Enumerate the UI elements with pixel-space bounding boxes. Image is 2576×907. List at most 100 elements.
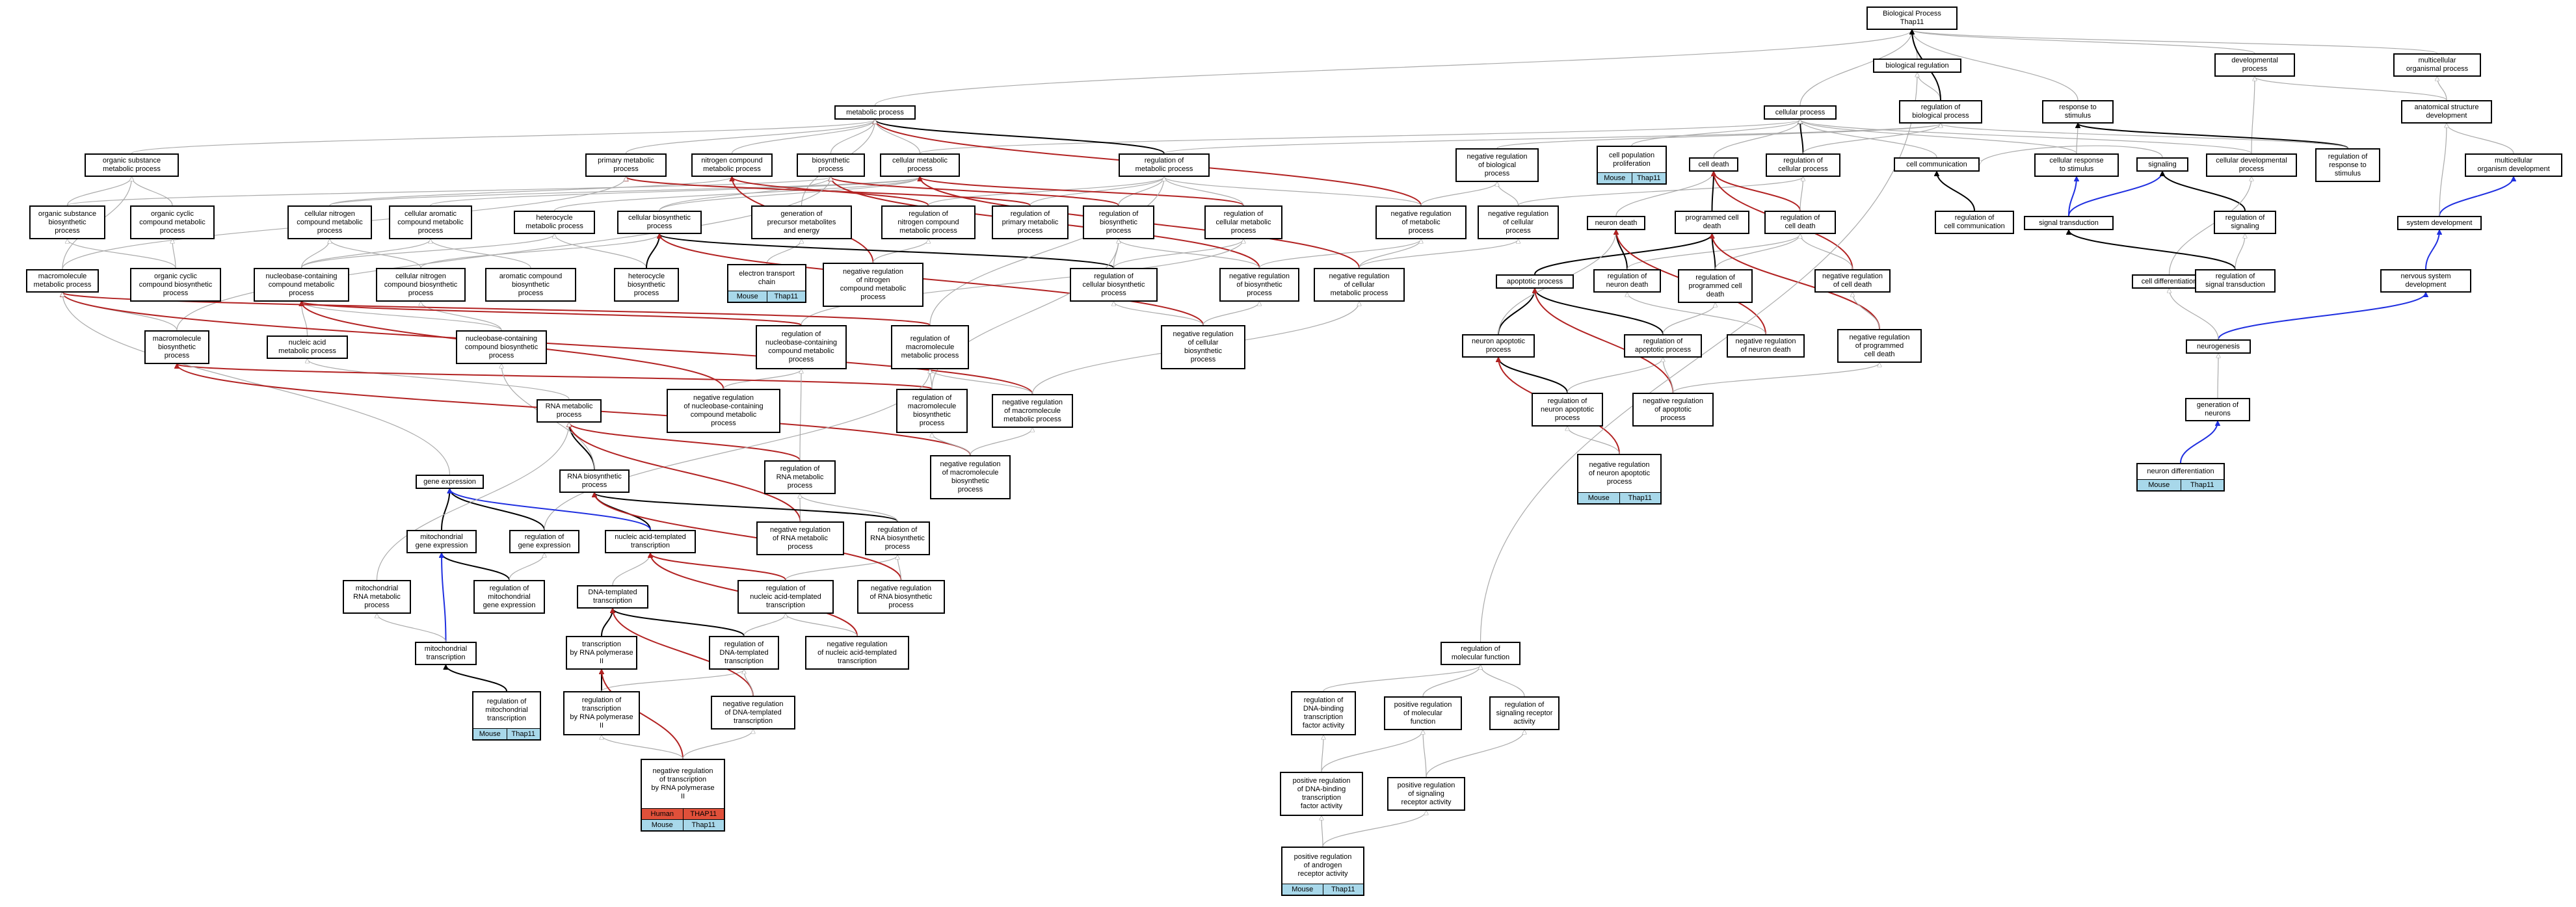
go-term-node[interactable]: aromatic compound biosynthetic process — [485, 268, 576, 302]
go-term-node[interactable]: cellular developmental process — [2206, 153, 2297, 177]
go-term-node[interactable]: regulation of nucleobase-containing comp… — [756, 325, 847, 369]
go-term-node[interactable]: negative regulation of apoptotic process — [1632, 393, 1714, 427]
go-term-node[interactable]: regulation of mitochondrial gene express… — [473, 580, 545, 614]
go-term-node[interactable]: negative regulation of nucleobase-contai… — [667, 389, 780, 433]
go-term-node[interactable]: regulation of programmed cell death — [1678, 269, 1753, 303]
go-term-node[interactable]: multicellular organismal process — [2393, 53, 2481, 77]
go-term-node[interactable]: system development — [2397, 216, 2482, 230]
go-term-node[interactable]: regulation of cellular biosynthetic proc… — [1070, 268, 1158, 302]
go-term-node[interactable]: negative regulation of neuron death — [1727, 334, 1805, 358]
go-term-node[interactable]: DNA-templated transcription — [577, 585, 648, 609]
go-term-node[interactable]: cellular process — [1764, 105, 1837, 120]
go-term-node[interactable]: nucleobase-containing compound biosynthe… — [456, 330, 547, 364]
go-term-node[interactable]: nucleobase-containing compound metabolic… — [254, 268, 349, 302]
go-term-node[interactable]: cell communication — [1894, 157, 1980, 172]
go-term-node[interactable]: regulation of primary metabolic process — [992, 205, 1069, 239]
go-term-node[interactable]: negative regulation of nitrogen compound… — [823, 263, 923, 307]
go-term-node[interactable]: signaling — [2136, 157, 2188, 172]
go-term-node[interactable]: negative regulation of nucleic acid-temp… — [805, 636, 909, 670]
go-term-node[interactable]: cellular metabolic process — [880, 153, 960, 177]
go-term-node[interactable]: gene expression — [416, 475, 484, 489]
go-term-node[interactable]: nervous system development — [2380, 269, 2471, 293]
go-term-node[interactable]: regulation of cell death — [1764, 211, 1836, 234]
go-term-node[interactable]: negative regulation of DNA-templated tra… — [711, 696, 795, 730]
go-term-node[interactable]: transcription by RNA polymerase II — [566, 636, 637, 670]
go-term-node[interactable]: regulation of biological process — [1899, 100, 1982, 124]
go-term-node[interactable]: signal transduction — [2024, 216, 2114, 230]
go-term-node[interactable]: regulation of gene expression — [509, 530, 579, 553]
go-term-node[interactable]: RNA metabolic process — [537, 399, 602, 423]
go-term-node[interactable]: negative regulation of biosynthetic proc… — [1219, 268, 1299, 302]
go-term-node[interactable]: regulation of DNA-binding transcription … — [1291, 691, 1356, 735]
go-term-node[interactable]: regulation of response to stimulus — [2315, 148, 2380, 182]
go-term-node[interactable]: generation of neurons — [2185, 398, 2250, 421]
go-term-node[interactable]: cellular aromatic compound metabolic pro… — [389, 205, 472, 239]
go-term-node[interactable]: heterocycle metabolic process — [514, 211, 595, 234]
go-term-node[interactable]: regulation of neuron apoptotic process — [1532, 393, 1603, 427]
go-term-node[interactable]: cellular response to stimulus — [2034, 153, 2119, 177]
go-term-node[interactable]: negative regulation of macromolecule bio… — [930, 455, 1011, 499]
go-term-node[interactable]: regulation of macromolecule biosynthetic… — [896, 389, 968, 433]
go-term-node[interactable]: cellular nitrogen compound biosynthetic … — [376, 268, 466, 302]
go-term-node[interactable]: apoptotic process — [1496, 274, 1574, 289]
go-term-node[interactable]: cell differentiation — [2132, 274, 2207, 289]
go-term-node[interactable]: negative regulation of RNA biosynthetic … — [857, 580, 945, 614]
go-term-node[interactable]: positive regulation of androgen receptor… — [1281, 847, 1364, 896]
go-term-node[interactable]: regulation of apoptotic process — [1624, 334, 1702, 358]
go-term-node[interactable]: generation of precursor metabolites and … — [751, 205, 852, 239]
go-term-node[interactable]: regulation of signaling — [2214, 211, 2276, 234]
go-term-node[interactable]: regulation of cell communication — [1935, 211, 2014, 234]
go-term-node[interactable]: organic substance biosynthetic process — [29, 205, 105, 239]
go-term-node[interactable]: regulation of signaling receptor activit… — [1489, 696, 1560, 730]
go-term-node[interactable]: neuron apoptotic process — [1462, 334, 1535, 358]
go-term-node[interactable]: biological regulation — [1873, 59, 1961, 73]
go-term-node[interactable]: negative regulation of cellular biosynth… — [1161, 325, 1245, 369]
go-term-node[interactable]: macromolecule metabolic process — [26, 269, 99, 293]
go-term-node[interactable]: negative regulation of macromolecule met… — [992, 394, 1073, 428]
go-term-node[interactable]: mitochondrial RNA metabolic process — [343, 580, 411, 614]
go-term-node[interactable]: regulation of signal transduction — [2195, 269, 2276, 293]
go-term-node[interactable]: response to stimulus — [2042, 100, 2114, 124]
go-term-node[interactable]: regulation of RNA metabolic process — [764, 460, 836, 494]
go-term-node[interactable]: primary metabolic process — [585, 153, 667, 177]
go-term-node[interactable]: nucleic acid metabolic process — [267, 335, 348, 359]
go-term-node[interactable]: multicellular organism development — [2465, 153, 2562, 177]
go-term-node[interactable]: metabolic process — [834, 105, 916, 120]
go-term-node[interactable]: negative regulation of cell death — [1814, 269, 1891, 293]
go-term-node[interactable]: nucleic acid-templated transcription — [605, 530, 696, 553]
go-term-node[interactable]: negative regulation of RNA metabolic pro… — [756, 521, 844, 555]
go-term-node[interactable]: biosynthetic process — [797, 153, 865, 177]
go-term-node[interactable]: regulation of nitrogen compound metaboli… — [881, 205, 976, 239]
go-term-node[interactable]: organic cyclic compound metabolic proces… — [130, 205, 215, 239]
go-term-node[interactable]: developmental process — [2214, 53, 2295, 77]
go-term-node[interactable]: negative regulation of cellular metaboli… — [1314, 268, 1405, 302]
go-term-node[interactable]: RNA biosynthetic process — [559, 469, 630, 493]
go-term-node[interactable]: negative regulation of programmed cell d… — [1837, 329, 1922, 363]
go-term-node[interactable]: regulation of molecular function — [1441, 642, 1520, 665]
go-term-node[interactable]: neurogenesis — [2186, 339, 2251, 354]
go-term-node[interactable]: nitrogen compound metabolic process — [691, 153, 773, 177]
go-term-node[interactable]: regulation of mitochondrial transcriptio… — [472, 691, 541, 741]
go-term-node[interactable]: negative regulation of biological proces… — [1455, 148, 1539, 182]
go-term-node[interactable]: regulation of RNA biosynthetic process — [865, 521, 930, 555]
go-term-node[interactable]: mitochondrial transcription — [415, 642, 477, 665]
go-term-node[interactable]: regulation of cellular process — [1766, 153, 1840, 177]
go-term-node[interactable]: heterocycle biosynthetic process — [614, 268, 679, 302]
go-term-node[interactable]: positive regulation of signaling recepto… — [1387, 777, 1465, 811]
go-term-node[interactable]: neuron death — [1587, 216, 1645, 230]
go-term-node[interactable]: regulation of nucleic acid-templated tra… — [737, 580, 834, 614]
go-term-node[interactable]: macromolecule biosynthetic process — [144, 330, 209, 364]
go-term-node[interactable]: organic substance metabolic process — [85, 153, 179, 177]
go-term-node[interactable]: regulation of macromolecule metabolic pr… — [891, 325, 969, 369]
go-term-node[interactable]: regulation of transcription by RNA polym… — [563, 691, 640, 735]
go-term-node[interactable]: anatomical structure development — [2401, 100, 2492, 124]
go-term-node[interactable]: mitochondrial gene expression — [406, 530, 477, 553]
go-term-node[interactable]: programmed cell death — [1675, 211, 1749, 234]
go-term-node[interactable]: regulation of metabolic process — [1119, 153, 1210, 177]
go-term-node[interactable]: regulation of cellular metabolic process — [1204, 205, 1282, 239]
go-term-node[interactable]: regulation of neuron death — [1593, 269, 1661, 293]
go-term-node[interactable]: regulation of biosynthetic process — [1083, 205, 1154, 239]
go-term-node[interactable]: positive regulation of molecular functio… — [1384, 696, 1462, 730]
